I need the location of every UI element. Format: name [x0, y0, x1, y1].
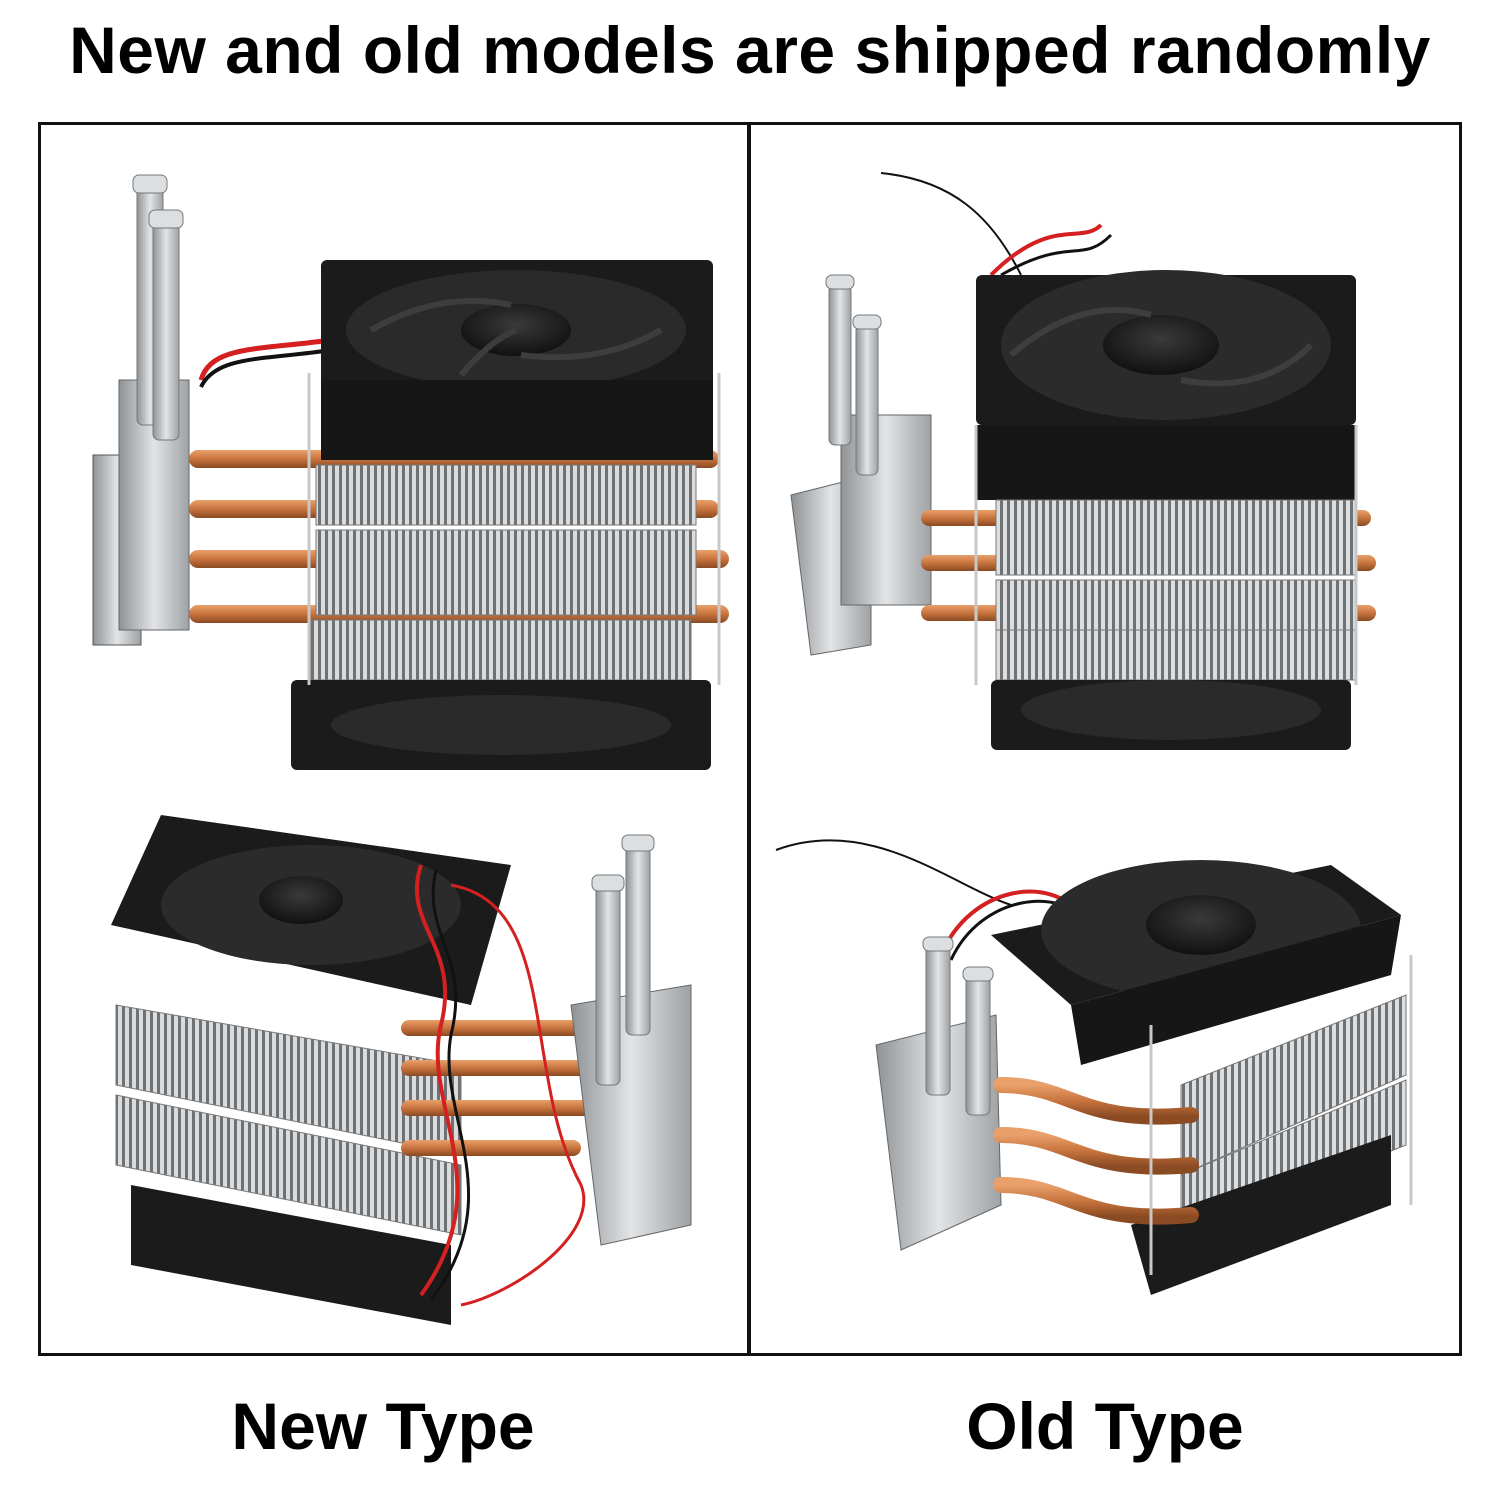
new-type-panel: [38, 122, 750, 1356]
old-type-unit-top: [790, 172, 1376, 750]
headline: New and old models are shipped randomly: [69, 13, 1431, 87]
old-type-illustration: [775, 172, 1413, 1295]
old-type-caption: Old Type: [966, 1389, 1244, 1463]
new-type-unit-bottom: [111, 815, 692, 1325]
new-type-unit-top: [92, 174, 729, 770]
new-type-illustration: [92, 174, 729, 1325]
old-type-unit-bottom: [775, 839, 1413, 1295]
old-type-panel: [748, 122, 1462, 1356]
new-type-caption: New Type: [231, 1389, 535, 1463]
